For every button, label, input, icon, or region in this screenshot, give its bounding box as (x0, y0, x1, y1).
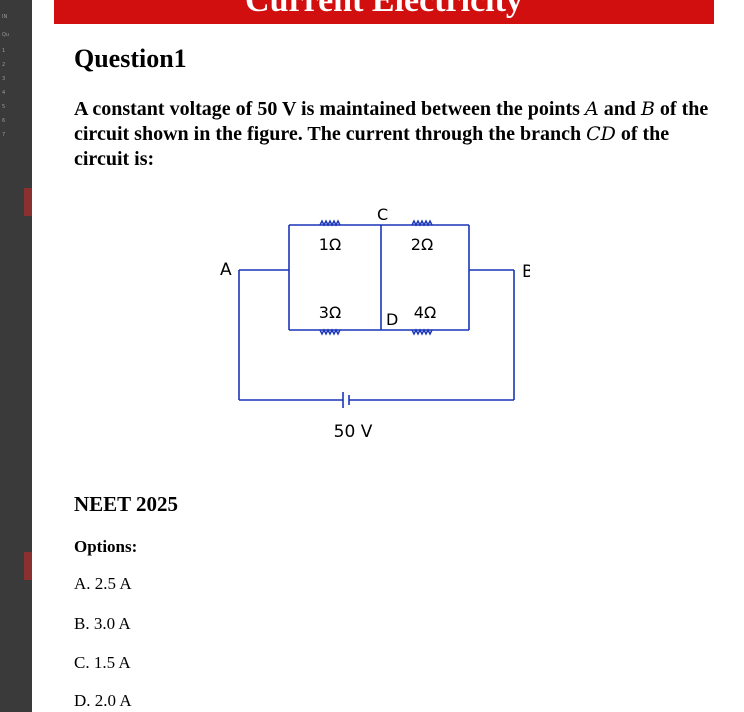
sidebar-item[interactable]: Qu (2, 32, 10, 38)
question-text-part: of the circuit shown in the figure. The … (74, 98, 709, 145)
header-banner: Current Electricity (54, 0, 714, 24)
option-a[interactable]: A. 2.5 A (74, 574, 132, 593)
label-point-d: D (386, 310, 398, 329)
sidebar-item[interactable]: 7 (2, 132, 6, 138)
label-r4: 4Ω (414, 303, 436, 322)
variable-a: A (584, 98, 599, 120)
variable-b: B (640, 98, 655, 120)
label-r3: 3Ω (319, 303, 341, 322)
label-point-b: B (522, 262, 530, 282)
question-text-part: A constant voltage of 50 V is maintained… (74, 98, 585, 120)
sidebar-item[interactable]: 5 (2, 104, 6, 110)
options-label: Options: (74, 537, 138, 556)
option-d[interactable]: D. 2.0 A (74, 691, 132, 710)
question-text: A constant voltage of 50 V is maintained… (74, 97, 724, 172)
label-source: 50 V (334, 422, 373, 442)
question-title: Question1 (74, 44, 187, 73)
variable-cd: CD (586, 123, 616, 145)
label-r2: 2Ω (411, 235, 433, 254)
label-point-a: A (220, 260, 232, 280)
circuit-wires (238, 224, 515, 408)
label-r1: 1Ω (319, 235, 341, 254)
resistor-2-icon (411, 219, 433, 227)
sidebar-item[interactable]: 3 (2, 76, 6, 82)
option-c[interactable]: C. 1.5 A (74, 653, 131, 672)
sidebar-marker[interactable] (24, 188, 32, 216)
left-sidebar: IN Qu 1 2 3 4 5 6 7 (0, 0, 32, 712)
sidebar-item[interactable]: 1 (2, 48, 6, 54)
sidebar-item[interactable]: 6 (2, 118, 6, 124)
sidebar-item[interactable]: 4 (2, 90, 6, 96)
label-point-c: C (377, 205, 388, 224)
option-b[interactable]: B. 3.0 A (74, 614, 131, 633)
exam-label: NEET 2025 (74, 492, 179, 516)
circuit-diagram: 1Ω 2Ω 3Ω 4Ω C D A B 50 V (210, 196, 534, 456)
banner-title: Current Electricity (245, 0, 523, 19)
resistor-1-icon (319, 219, 341, 227)
sidebar-item[interactable]: IN (2, 14, 8, 20)
question-text-part: of the circuit is: (74, 123, 670, 170)
sidebar-marker[interactable] (24, 552, 32, 580)
question-text-part: and (598, 98, 641, 120)
resistor-4-icon (411, 328, 433, 336)
sidebar-item[interactable]: 2 (2, 62, 6, 68)
resistor-3-icon (319, 328, 341, 336)
